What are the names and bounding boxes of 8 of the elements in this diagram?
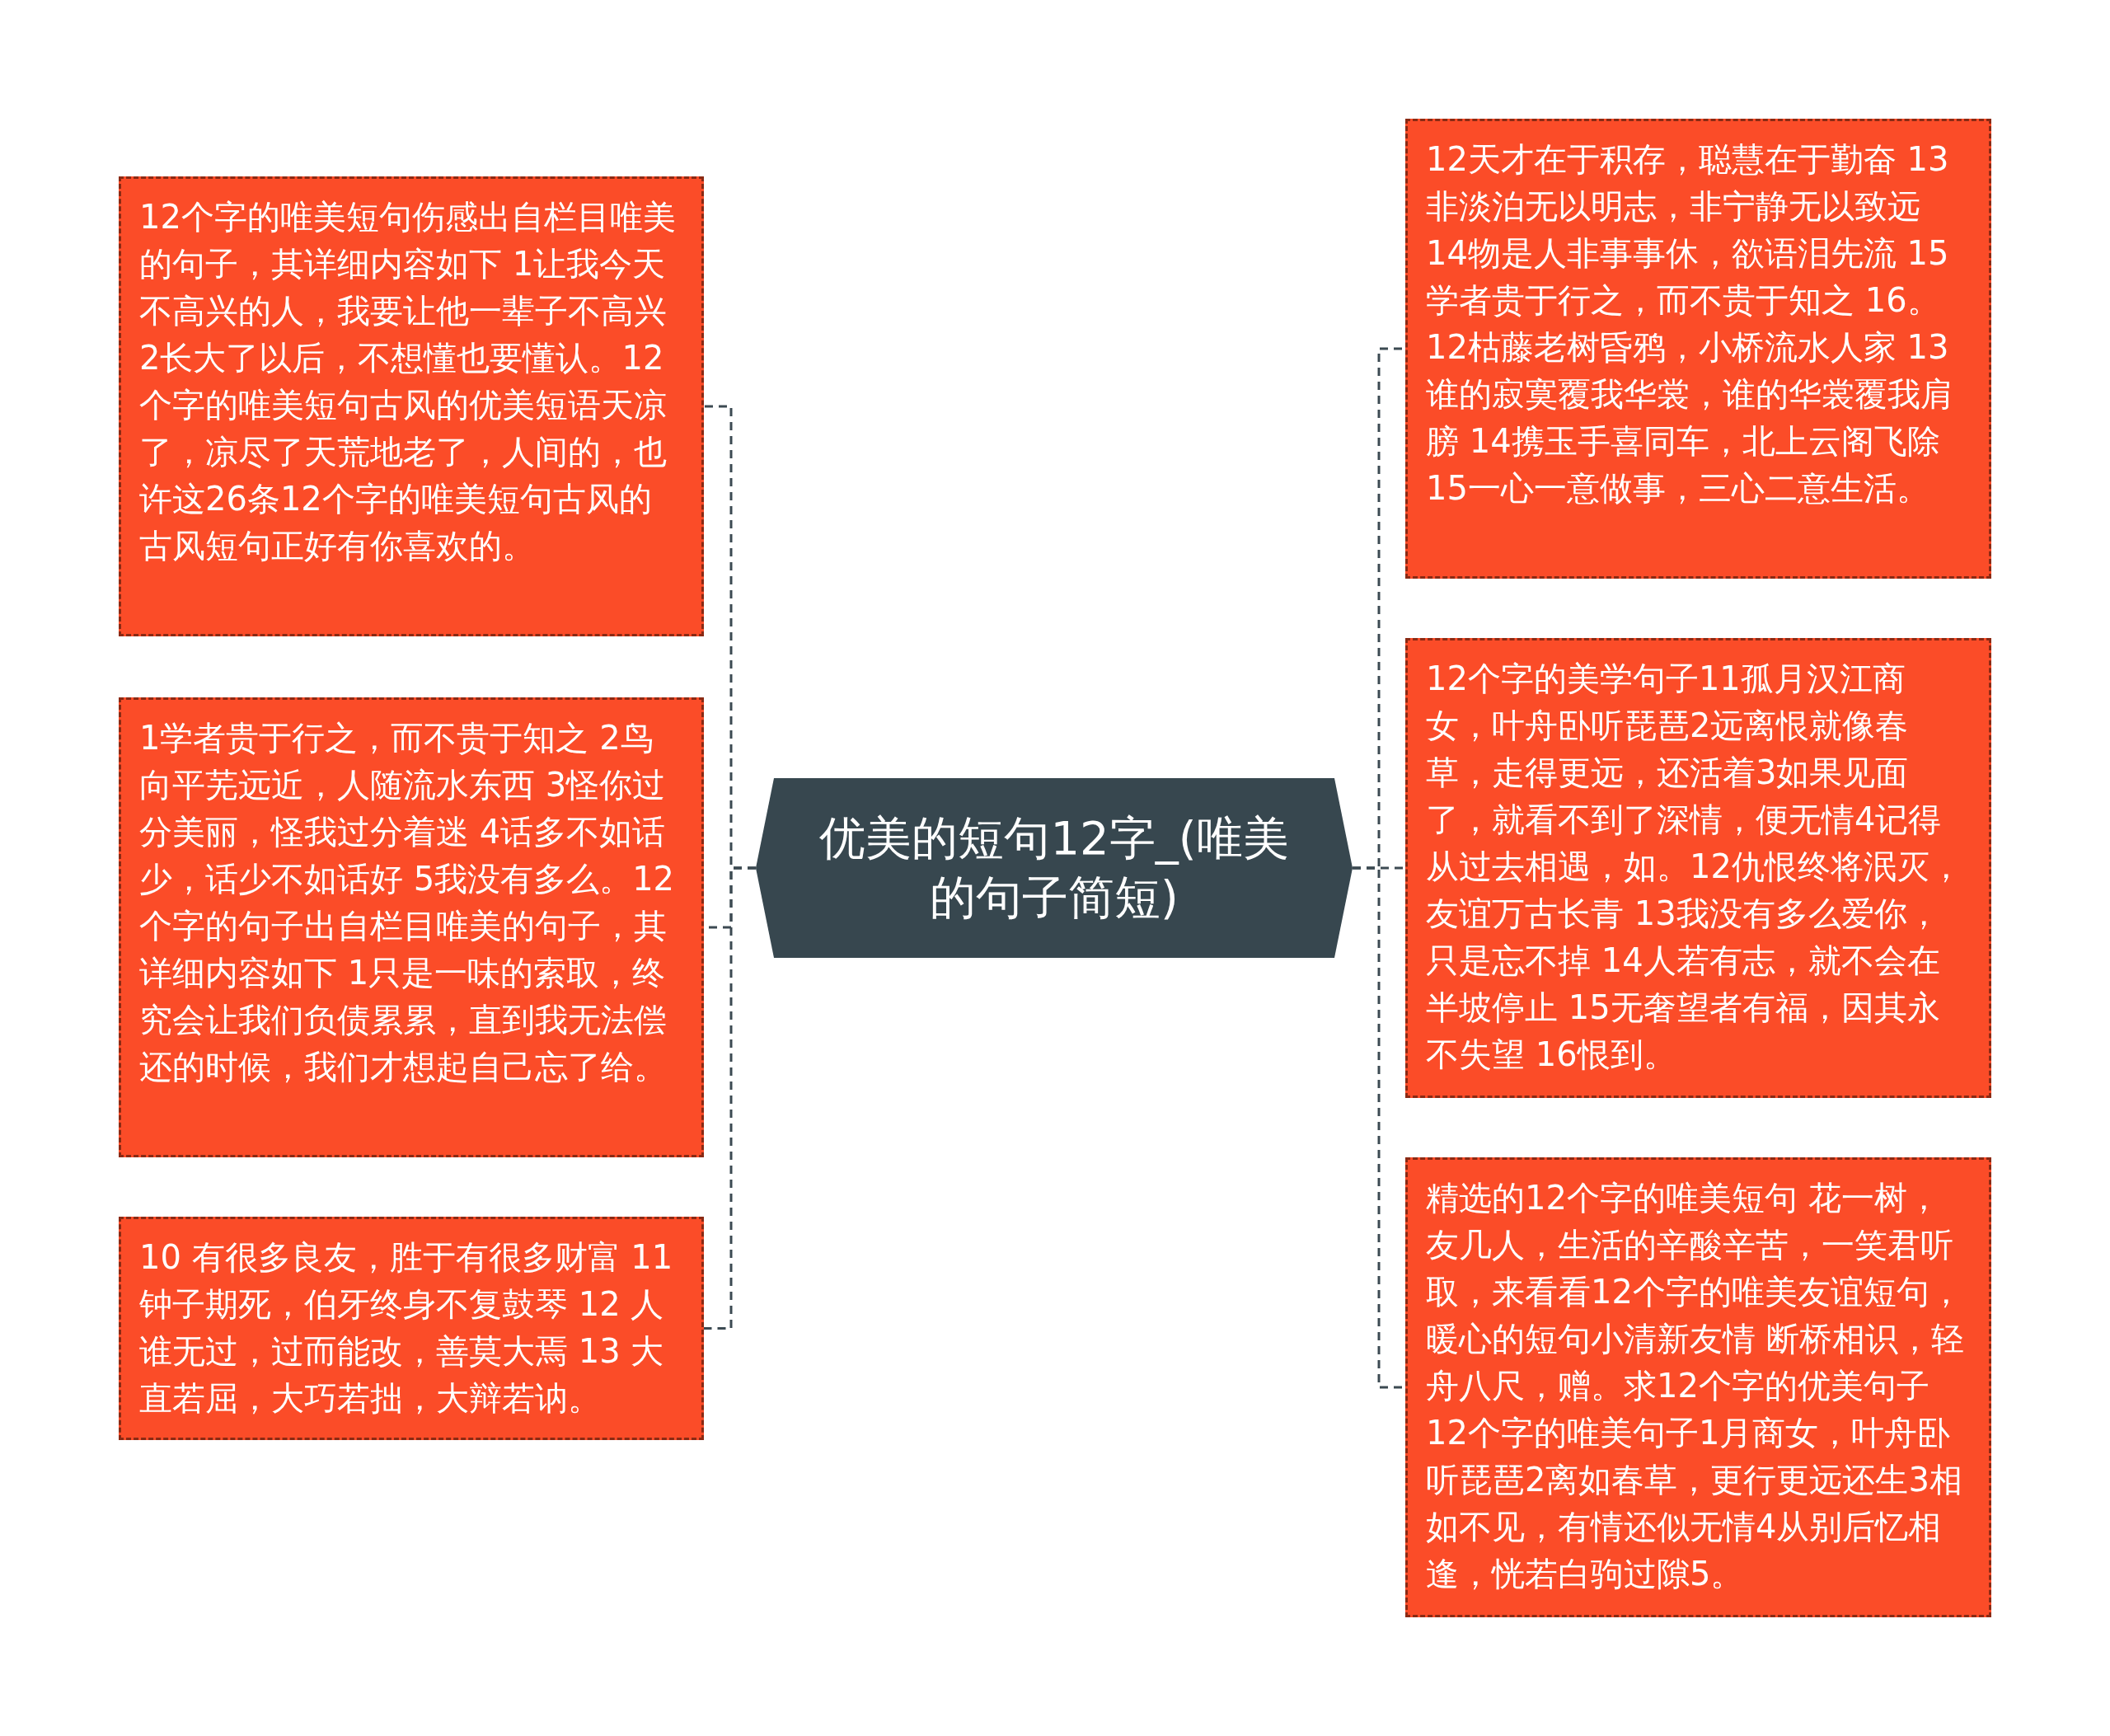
note-box: 12个字的唯美短句伤感出自栏目唯美的句子，其详细内容如下 1让我今天不高兴的人，我要让他一辈子不高兴 2长大了以后，不想懂也要懂认。12个字的唯美短句古风的优美短语天凉了，凉尽了天荒地老了，人间的，也许这26条12个字的唯美短句古风的古风短句正好有你喜欢的。 (119, 176, 704, 636)
note-box: 10 有很多良友，胜于有很多财富 11 钟子期死，伯牙终身不复鼓琴 12 人谁无过，过而能改，善莫大焉 13 大直若屈，大巧若拙，大辩若讷。 (119, 1217, 704, 1440)
note-box: 12天才在于积存，聪慧在于勤奋 13 非淡泊无以明志，非宁静无以致远 14物是人非事事休，欲语泪先流 15 学者贵于行之，而不贵于知之 16。12枯藤老树昏鸦，小桥流水人家 13 谁的寂寞覆我华裳，谁的华裳覆我肩膀 14携玉手喜同车，北上云阁飞除 15一心一意做事，三心二意生活。 (1405, 119, 1991, 579)
note-box: 精选的12个字的唯美短句 花一树，友几人，生活的辛酸辛苦，一笑君听取，来看看12个字的唯美友谊短句，暖心的短句小清新友情 断桥相识，轻舟八尺，赠。求12个字的优美句子12个字的唯美句子1月商女，叶舟卧听琵琶2离如春草，更行更远还生3相如不见，有情还似无情4从别后忆相逢，恍若白驹过隙5。 (1405, 1157, 1991, 1617)
connector-line (704, 866, 756, 1330)
note-box: 12个字的美学句子11孤月汉江商女，叶舟卧听琵琶2远离恨就像春草，走得更远，还活着3如果见面了，就看不到了深情，便无情4记得从过去相遇，如。12仇恨终将泯灭，友谊万古长青 13我没有多么爱你，只是忘不掉 14人若有志，就不会在半坡停止 15无奢望者有福，因其永不失望 16恨到。 (1405, 638, 1991, 1098)
topic-hexagon: 优美的短句12字_(唯美的句子简短) (756, 778, 1353, 958)
note-box: 1学者贵于行之，而不贵于知之 2鸟向平芜远近，人随流水东西 3怪你过分美丽，怪我过分着迷 4话多不如话少，话少不如话好 5我没有多么。12个字的句子出自栏目唯美的句子，其详细内容如下 1只是一味的索取，终究会让我们负债累累，直到我无法偿还的时候，我们才想起自己忘了给。 (119, 697, 704, 1157)
